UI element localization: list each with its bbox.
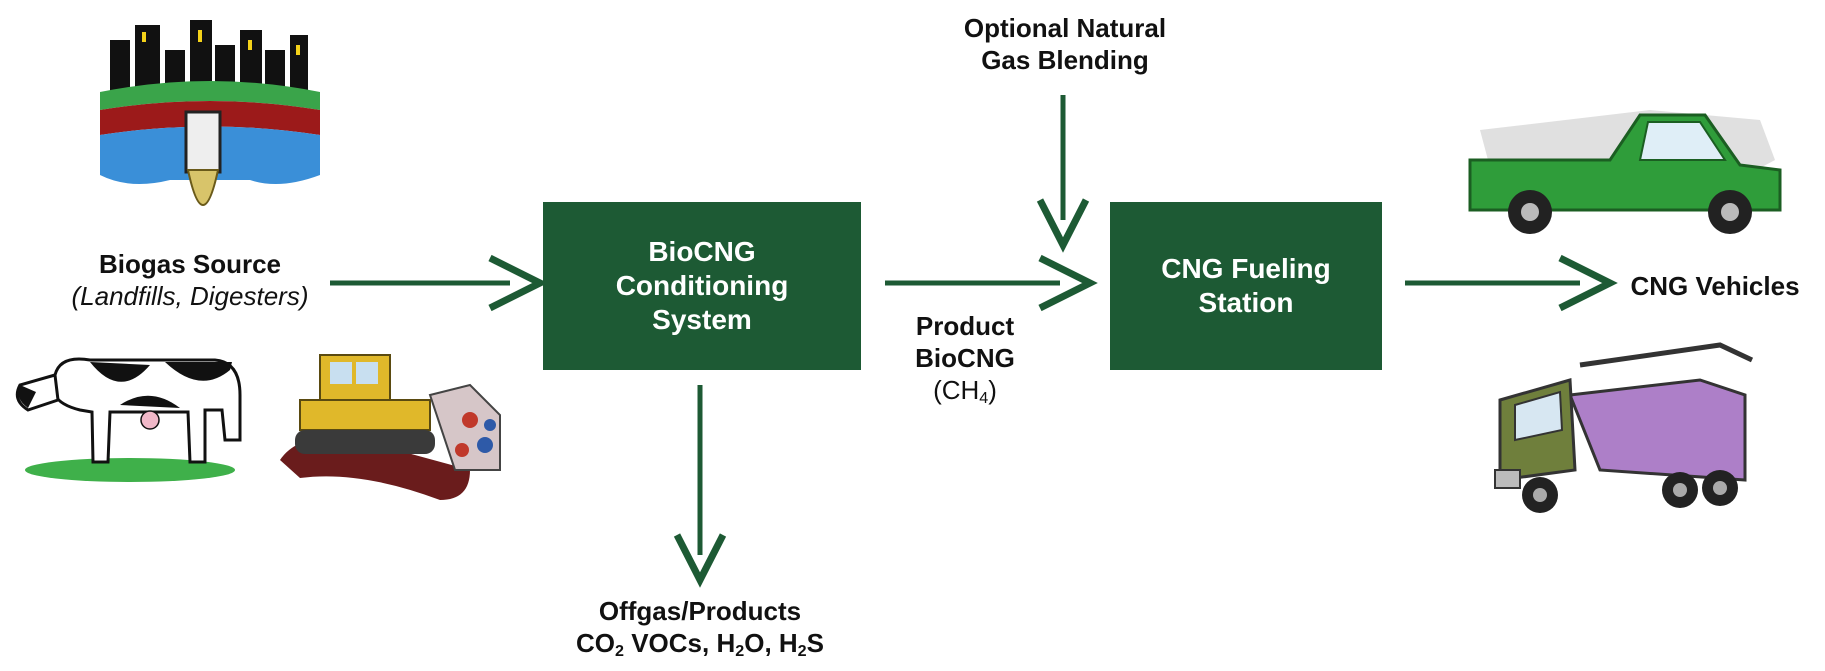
product-line-1: Product bbox=[915, 311, 1015, 341]
conditioning-box-text: BioCNG Conditioning System bbox=[616, 235, 789, 337]
conditioning-line-3: System bbox=[652, 304, 752, 335]
ch4-sub: 4 bbox=[979, 389, 989, 408]
product-ch4: (CH4) bbox=[890, 374, 1040, 406]
cng-vehicles-label: CNG Vehicles bbox=[1610, 270, 1820, 302]
arrow-conditioning-to-offgas bbox=[673, 385, 727, 588]
offgas-formulas: CO2 VOCs, H2O, H2S bbox=[520, 627, 880, 659]
cng-vehicles-text: CNG Vehicles bbox=[1630, 271, 1800, 301]
city-landfill-pipe-icon bbox=[100, 20, 320, 206]
cng-fueling-station-box: CNG Fueling Station bbox=[1110, 202, 1382, 370]
bulldozer-icon bbox=[280, 354, 501, 500]
h2s-base: H bbox=[778, 628, 798, 658]
product-biocng-label: Product BioCNG (CH4) bbox=[890, 310, 1040, 406]
station-line-1: CNG Fueling bbox=[1161, 253, 1331, 284]
h2s-rest: S bbox=[806, 628, 824, 658]
pickup-truck-icon bbox=[1468, 110, 1782, 234]
ch4-open: (CH bbox=[933, 375, 980, 405]
arrow-station-to-vehicles bbox=[1405, 254, 1618, 312]
conditioning-line-2: Conditioning bbox=[615, 270, 789, 301]
h2o-base: H bbox=[716, 628, 736, 658]
product-line-2: BioCNG bbox=[915, 343, 1015, 373]
station-line-2: Station bbox=[1198, 287, 1294, 318]
conditioning-line-1: BioCNG bbox=[648, 236, 756, 267]
biocng-conditioning-system-box: BioCNG Conditioning System bbox=[543, 202, 861, 370]
formula-separator: , bbox=[764, 628, 779, 658]
optional-blending-label: Optional Natural Gas Blending bbox=[900, 12, 1230, 76]
biogas-source-label: Biogas Source (Landfills, Digesters) bbox=[40, 248, 340, 312]
h2o-rest: O bbox=[744, 628, 765, 658]
co2-base: CO bbox=[576, 628, 615, 658]
arrow-blending-down bbox=[1036, 95, 1090, 253]
ch4-close: ) bbox=[988, 375, 997, 405]
dairy-cow-icon bbox=[15, 357, 242, 482]
co2-sub: 2 bbox=[615, 642, 624, 661]
biogas-source-subtitle: (Landfills, Digesters) bbox=[71, 281, 309, 311]
dump-truck-icon bbox=[1494, 342, 1754, 513]
biogas-source-title: Biogas Source bbox=[98, 249, 282, 279]
station-box-text: CNG Fueling Station bbox=[1161, 252, 1331, 320]
h2o-sub: 2 bbox=[735, 642, 745, 661]
vocs-text: VOCs, bbox=[623, 628, 717, 658]
blending-line-2: Gas Blending bbox=[981, 45, 1149, 75]
offgas-products-label: Offgas/Products CO2 VOCs, H2O, H2S bbox=[520, 595, 880, 659]
h2s-sub: 2 bbox=[797, 642, 807, 661]
offgas-title: Offgas/Products bbox=[598, 596, 802, 626]
blending-line-1: Optional Natural bbox=[963, 13, 1167, 43]
arrow-conditioning-to-station bbox=[885, 254, 1098, 312]
arrow-source-to-conditioning bbox=[330, 254, 548, 312]
